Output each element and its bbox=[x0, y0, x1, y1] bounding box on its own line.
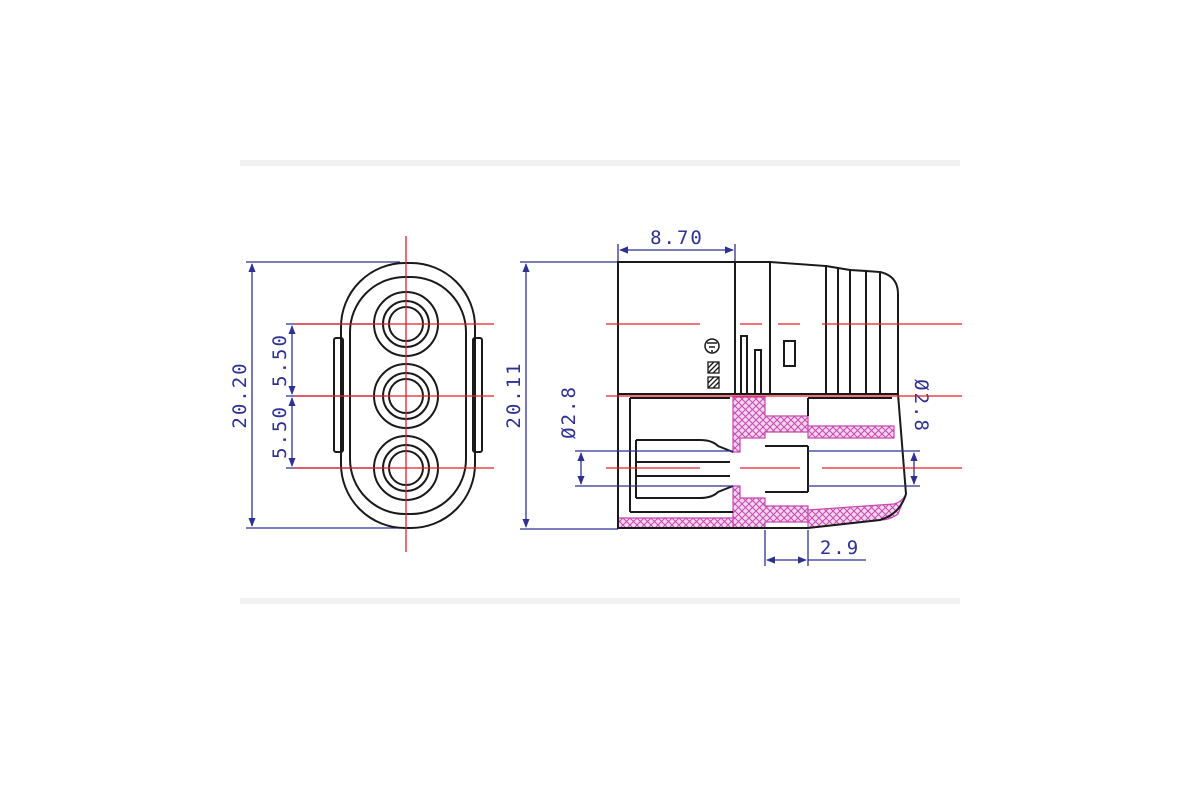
front-centerlines bbox=[294, 236, 494, 552]
side-upper-body bbox=[617, 261, 899, 395]
front-lower-pitch-label: 5.50 bbox=[269, 405, 291, 459]
side-lower-section bbox=[617, 393, 908, 529]
side-left-diameter-dimension bbox=[575, 450, 733, 487]
section-hatch-right-wall-top bbox=[807, 425, 895, 439]
side-right-diameter-label: Ø2.8 bbox=[910, 379, 932, 433]
ground-symbol-icon bbox=[704, 338, 720, 354]
side-shoulder-dimension bbox=[764, 530, 866, 566]
front-overall-height-label: 20.20 bbox=[229, 361, 251, 428]
hatched-box-icon bbox=[707, 376, 720, 389]
front-upper-pitch-label: 5.50 bbox=[269, 333, 291, 387]
front-height-dimension bbox=[246, 261, 400, 529]
side-length-dimension bbox=[617, 244, 736, 262]
side-left-diameter-label: Ø2.8 bbox=[558, 385, 580, 439]
section-hatch-bottom-wall bbox=[617, 517, 734, 529]
hatched-box-icon bbox=[707, 361, 720, 374]
background-watermark bbox=[240, 160, 960, 604]
section-hatch-left-step bbox=[732, 396, 809, 453]
side-view: 20.11 8.70 bbox=[503, 227, 962, 566]
side-overall-height-label: 20.11 bbox=[503, 361, 525, 428]
front-view: 20.20 5.50 5.50 bbox=[229, 236, 494, 552]
side-housing-length-label: 8.70 bbox=[650, 227, 704, 249]
side-height-dimension bbox=[520, 261, 618, 530]
side-centerlines bbox=[606, 323, 962, 469]
side-shoulder-width-label: 2.9 bbox=[820, 537, 860, 559]
